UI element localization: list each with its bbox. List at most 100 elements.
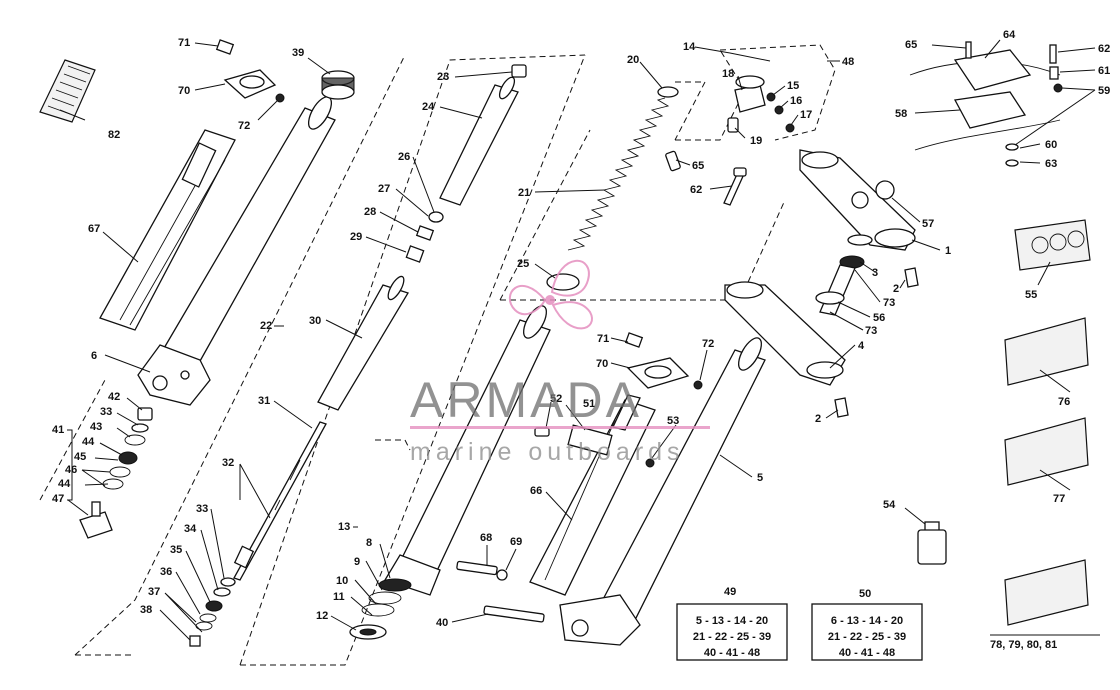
- part-76-sticker: [1004, 317, 1089, 386]
- kit49-line3: 40 - 41 - 48: [704, 647, 760, 659]
- callout-55: 55: [1025, 289, 1037, 301]
- watermark-rule: [410, 426, 710, 429]
- callout-8: 8: [366, 537, 372, 549]
- callout-21: 21: [518, 187, 530, 199]
- part-67-fork-guard: [99, 129, 236, 331]
- callout-30: 30: [309, 315, 321, 327]
- callout-64: 64: [1003, 29, 1016, 41]
- callout-35: 35: [170, 544, 182, 556]
- callout-13: 13: [338, 521, 350, 533]
- callout-65-inset: 65: [905, 39, 917, 51]
- callout-70: 70: [178, 85, 190, 97]
- callout-49: 49: [724, 586, 736, 598]
- callout-24: 24: [422, 101, 435, 113]
- callout-50: 50: [859, 588, 871, 600]
- parts-62-65-bolts: [665, 150, 747, 206]
- callout-52: 52: [550, 393, 562, 405]
- callout-31: 31: [258, 395, 270, 407]
- callout-18: 18: [722, 68, 734, 80]
- callout-54: 54: [883, 499, 896, 511]
- part-4-lower-triple-clamp: [724, 267, 919, 418]
- part-6-outer-tube: [137, 96, 336, 406]
- part-56-steering-stem: [815, 234, 873, 316]
- callout-46: 46: [65, 464, 77, 476]
- callout-57: 57: [922, 218, 934, 230]
- parts-23-30-damper: [317, 64, 527, 411]
- callout-labels: 71 70 72 39 82 67 6 42 33 41 43 44 45 46…: [52, 29, 1110, 651]
- callout-41: 41: [52, 424, 64, 436]
- callout-45: 45: [74, 451, 86, 463]
- callout-38: 38: [140, 604, 152, 616]
- callout-82: 82: [108, 129, 120, 141]
- callout-68: 68: [480, 532, 492, 544]
- callout-71-right: 71: [597, 333, 609, 345]
- callout-72: 72: [238, 120, 250, 132]
- callout-77: 77: [1053, 493, 1065, 505]
- callout-63: 63: [1045, 158, 1057, 170]
- part-70-clamp-right: [624, 332, 703, 390]
- parts-51-53-cable-clamp: [534, 394, 655, 468]
- callout-11: 11: [333, 591, 345, 603]
- callout-59: 59: [1098, 85, 1110, 97]
- callout-36: 36: [160, 566, 172, 578]
- callout-16: 16: [790, 95, 802, 107]
- callout-62-mid: 62: [690, 184, 702, 196]
- callout-71: 71: [178, 37, 190, 49]
- callout-15: 15: [787, 80, 799, 92]
- kit-box-49: 5 - 13 - 14 - 20 21 - 22 - 25 - 39 40 - …: [676, 603, 788, 661]
- parts-68-69-40-bolts: [456, 560, 545, 623]
- callout-12: 12: [316, 610, 328, 622]
- kit50-line3: 40 - 41 - 48: [839, 647, 895, 659]
- part-39-bush: [321, 70, 355, 100]
- callout-42: 42: [108, 391, 120, 403]
- callout-69: 69: [510, 536, 522, 548]
- callout-32: 32: [222, 457, 234, 469]
- kit50-line2: 21 - 22 - 25 - 39: [828, 631, 906, 643]
- part-70-clamp-left: [215, 39, 285, 103]
- callout-44-upper: 44: [82, 436, 95, 448]
- part-54-oil-bottle: [917, 521, 947, 565]
- parts-33-38-shim-stack: [189, 577, 236, 647]
- callout-33-lower: 33: [196, 503, 208, 515]
- parts-78-81-stickers: [990, 559, 1100, 636]
- callout-72-right: 72: [702, 338, 714, 350]
- part-13-inner-tube: [349, 305, 551, 640]
- callout-44-lower: 44: [58, 478, 71, 490]
- callout-43: 43: [90, 421, 102, 433]
- callout-27: 27: [378, 183, 390, 195]
- callout-19: 19: [750, 135, 762, 147]
- callout-37: 37: [148, 586, 160, 598]
- callout-51: 51: [583, 398, 595, 410]
- callout-48: 48: [842, 56, 854, 68]
- callout-29: 29: [350, 231, 362, 243]
- kit-box-50: 6 - 13 - 14 - 20 21 - 22 - 25 - 39 40 - …: [811, 603, 923, 661]
- callout-10: 10: [336, 575, 348, 587]
- callout-34: 34: [184, 523, 197, 535]
- callout-3: 3: [872, 267, 878, 279]
- callout-17: 17: [800, 109, 812, 121]
- callout-26: 26: [398, 151, 410, 163]
- callout-73-lower: 73: [865, 325, 877, 337]
- callout-2-lower: 2: [815, 413, 821, 425]
- part-5-outer-tube: [559, 337, 766, 646]
- callout-2-upper: 2: [893, 283, 899, 295]
- callout-23: 23: [437, 71, 449, 83]
- callout-39: 39: [292, 47, 304, 59]
- callout-58: 58: [895, 108, 907, 120]
- callout-6: 6: [91, 350, 97, 362]
- watermark: ARMADA marine outboards: [410, 259, 710, 466]
- propeller-logo: [508, 259, 593, 330]
- part-1-upper-triple-clamp: [799, 149, 916, 251]
- callout-66: 66: [530, 485, 542, 497]
- inset-58-64-handlebar-mount: [909, 41, 1063, 167]
- callout-61: 61: [1098, 65, 1110, 77]
- callout-78-81: 78, 79, 80, 81: [990, 639, 1057, 651]
- callout-73-upper: 73: [883, 297, 895, 309]
- kit49-line1: 5 - 13 - 14 - 20: [696, 615, 768, 627]
- callout-53: 53: [667, 415, 679, 427]
- callout-67: 67: [88, 223, 100, 235]
- callout-40: 40: [436, 617, 448, 629]
- callout-25: 25: [517, 258, 529, 270]
- callout-65-mid: 65: [692, 160, 704, 172]
